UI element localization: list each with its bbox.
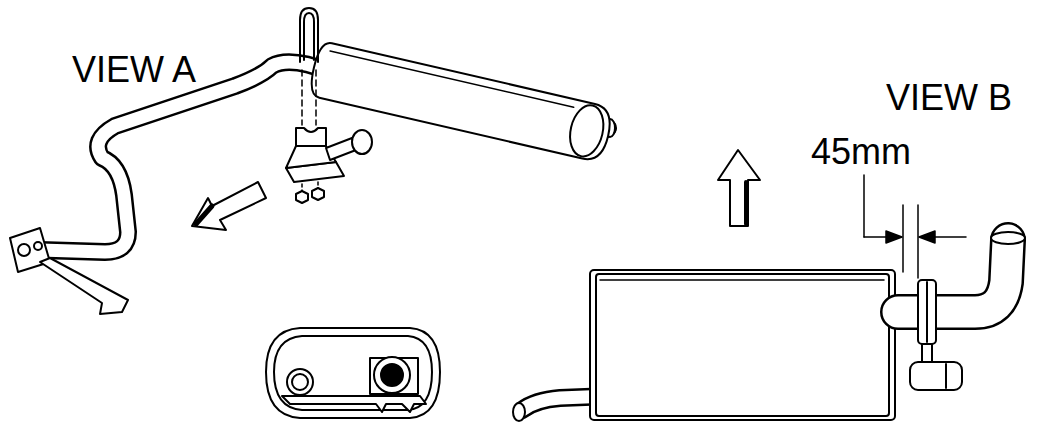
pipe-outline <box>898 240 1008 312</box>
bracket-base <box>282 396 426 412</box>
pipe-section-inner <box>292 374 308 390</box>
u-bolt-clamp <box>300 8 318 125</box>
direction-arrow <box>192 182 266 230</box>
exhaust-flange <box>10 228 128 314</box>
clamp-band <box>926 282 928 342</box>
dimension-label: 45mm <box>811 134 911 170</box>
pipe-end <box>991 232 1025 244</box>
pipe-bore <box>381 364 403 386</box>
nut <box>296 191 308 203</box>
rear-muffler <box>308 41 615 163</box>
pipe-end <box>513 403 525 421</box>
extension-line <box>917 205 919 278</box>
clamp-block <box>370 358 418 394</box>
dimension-arrowhead <box>886 231 902 243</box>
pipe-section <box>374 357 410 393</box>
arrow-shade <box>744 182 748 224</box>
pipe-clamp <box>918 280 936 344</box>
pipe-section <box>287 369 313 395</box>
dimension-marker <box>864 175 966 278</box>
muffler-section <box>266 328 440 418</box>
nut <box>312 188 324 200</box>
muffler-end-cap <box>596 274 889 416</box>
rubber-hanger <box>910 362 962 390</box>
leader-line <box>863 175 865 237</box>
rubber-hanger <box>352 130 372 154</box>
assembly-line <box>315 70 317 125</box>
muffler-body <box>590 270 895 420</box>
pipe-fill <box>40 62 330 252</box>
muffler-seam <box>600 279 884 281</box>
arrow-shade <box>196 206 212 224</box>
clamp-saddle <box>296 128 326 146</box>
view-label: VIEW A <box>72 52 196 88</box>
hanger-seam <box>945 364 947 388</box>
pipe-outline <box>40 62 330 252</box>
front-pipe <box>40 62 330 252</box>
rear-muffler-side <box>513 232 1025 421</box>
support-strap <box>40 258 128 314</box>
muffler-end <box>565 102 608 160</box>
muffler-seam <box>330 51 574 107</box>
u-bolt-inner <box>304 13 314 60</box>
direction-arrow <box>718 150 760 226</box>
muffler-body <box>308 41 615 163</box>
flange-hole <box>18 244 30 256</box>
flange-hole <box>34 242 42 250</box>
section-view <box>266 328 440 418</box>
u-bolt <box>300 8 318 62</box>
mounting-bracket <box>286 128 372 203</box>
assembly-line <box>301 70 303 125</box>
pipe-fill <box>898 240 1008 312</box>
extension-line <box>902 205 904 272</box>
view-label: VIEW B <box>886 80 1012 116</box>
dimension-arrowhead <box>919 231 935 243</box>
